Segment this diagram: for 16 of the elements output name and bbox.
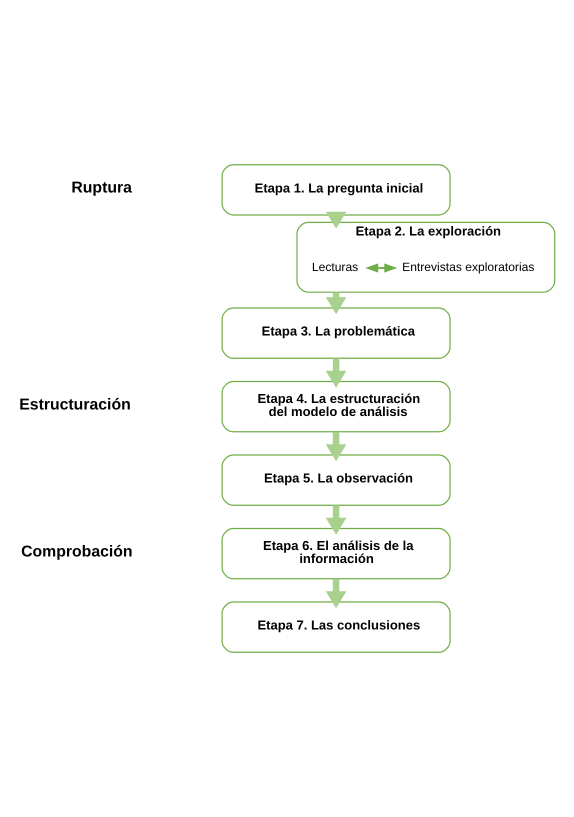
label: Estructuración: [19, 396, 131, 414]
arrow: [326, 358, 346, 388]
label: Comprobación: [21, 544, 133, 561]
node-box: Etapa 7. Las conclusiones: [222, 601, 451, 653]
node-text: Lecturas: [312, 260, 358, 274]
node-box: Etapa 5. La observación: [222, 454, 451, 506]
arrow: [326, 578, 346, 608]
node-text: Entrevistas exploratorias: [402, 260, 534, 274]
node-box: Etapa 4. La estructuración del modelo de análisis: [222, 380, 451, 432]
node-box: Etapa 6. El análisis de la información: [222, 528, 451, 580]
arrow: [365, 263, 398, 273]
label: Ruptura: [71, 180, 132, 197]
node-box: Etapa 3. La problemática: [222, 307, 451, 359]
arrow: [326, 505, 346, 535]
arrow: [326, 432, 346, 462]
arrow: [326, 212, 346, 229]
